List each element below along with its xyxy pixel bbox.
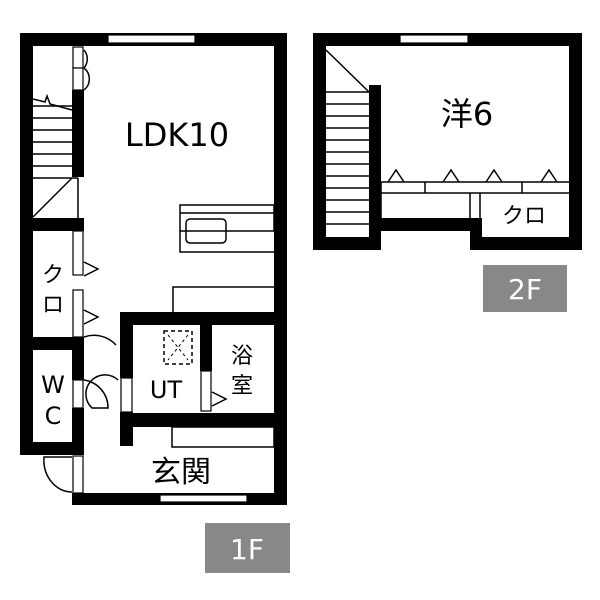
kitchen-counter <box>172 204 275 312</box>
door-frame <box>72 289 84 338</box>
wall <box>20 442 84 455</box>
wall <box>313 33 326 250</box>
floor-2-plan: 洋6 クロ 2F <box>313 33 582 312</box>
floor-1-plan: LDK10 ク ロ W C UT 浴 室 玄関 1F <box>20 33 290 573</box>
window <box>399 34 469 44</box>
wall <box>72 350 84 380</box>
wall <box>20 33 33 455</box>
room-label-closet: ク <box>42 263 64 288</box>
room-label-bath: 室 <box>231 374 253 399</box>
door-frame <box>72 230 84 276</box>
door-swing[interactable] <box>83 374 119 409</box>
wall <box>120 312 287 325</box>
room-label-bath: 浴 <box>231 344 253 369</box>
closet-doors[interactable] <box>380 168 569 237</box>
staircase <box>325 49 370 225</box>
door-frame <box>120 377 133 413</box>
folding-door-icon[interactable] <box>83 261 100 277</box>
door-frame <box>72 46 84 69</box>
wall <box>20 218 84 231</box>
wall <box>120 312 133 378</box>
room-label-entrance: 玄関 <box>151 455 211 490</box>
washing-machine-pan <box>163 330 193 365</box>
wall <box>274 33 287 505</box>
shoe-cabinet <box>171 426 275 448</box>
wall <box>569 33 582 250</box>
wall <box>378 218 482 231</box>
door-swing[interactable] <box>83 309 117 346</box>
wall <box>72 90 84 177</box>
door-frame <box>200 370 212 412</box>
door-frame <box>72 379 84 409</box>
room-label-utility: UT <box>150 376 183 404</box>
folding-door-icon[interactable] <box>211 391 228 407</box>
entrance-door-swing[interactable] <box>43 456 73 493</box>
floor-badge-1f <box>205 523 290 573</box>
room-label-western: 洋6 <box>441 95 493 133</box>
door-frame <box>72 455 84 494</box>
room-label-wc: W <box>41 371 65 399</box>
staircase <box>32 93 79 218</box>
room-label-ldk: LDK10 <box>125 116 229 154</box>
wall <box>313 237 381 250</box>
floor-label-2f: 2F <box>508 273 542 306</box>
wall <box>470 237 582 250</box>
window <box>159 494 248 503</box>
room-label-closet: ロ <box>42 293 64 318</box>
wall <box>200 325 212 371</box>
wall <box>20 337 84 350</box>
wall <box>369 85 381 250</box>
room-label-wc: C <box>45 402 62 430</box>
stair-break-mark <box>32 93 73 111</box>
door-frame <box>72 67 84 91</box>
floor-badge-2f <box>483 265 567 312</box>
floor-label-1f: 1F <box>230 533 264 566</box>
room-label-closet: クロ <box>502 204 546 229</box>
double-door-swing[interactable] <box>83 49 91 91</box>
wall <box>120 413 287 427</box>
window <box>107 34 196 44</box>
